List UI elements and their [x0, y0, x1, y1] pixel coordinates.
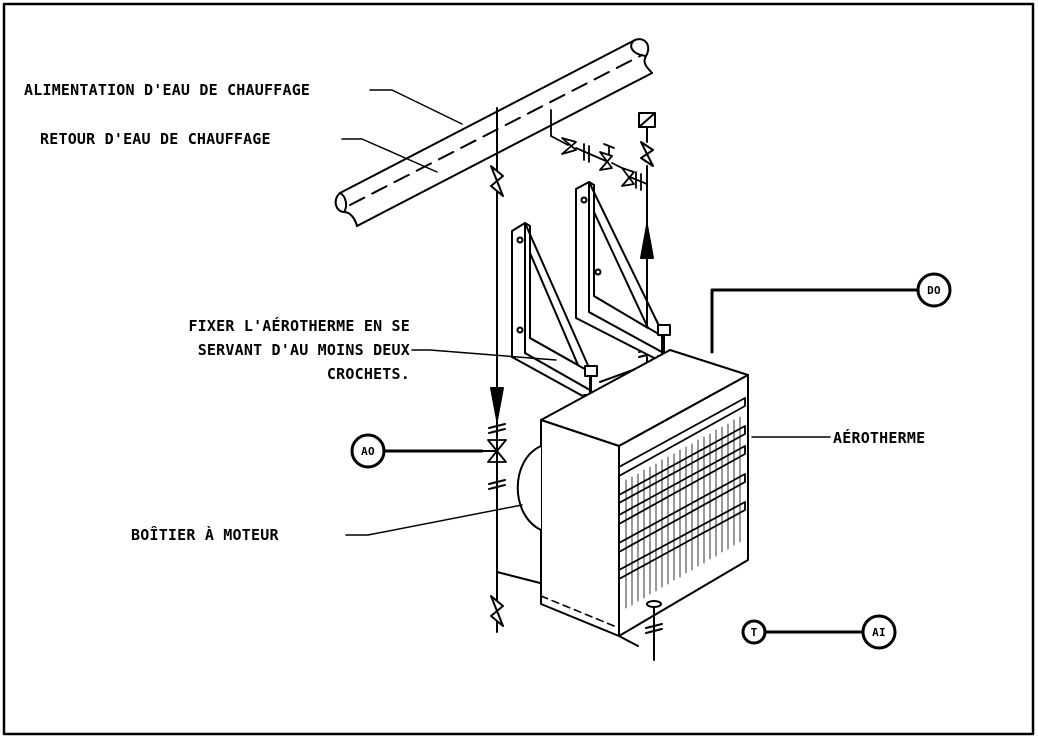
- leader-lines: [341, 89, 831, 536]
- bottom-return-pipe: [618, 600, 663, 661]
- ai-tag-label: AI: [872, 626, 886, 639]
- motor-label: BOÎTIER À MOTEUR: [131, 525, 279, 544]
- t-sensor: T: [741, 619, 864, 645]
- ai-tag: AI: [861, 614, 897, 650]
- fix-note-line2: SERVANT D'AU MOINS DEUX: [198, 341, 410, 359]
- ao-tag-label: AO: [361, 445, 375, 458]
- supply-label: ALIMENTATION D'EAU DE CHAUFFAGE: [24, 81, 310, 99]
- wall-bracket-right: [575, 181, 691, 377]
- bypass-branch: [550, 109, 648, 191]
- heater-label: AÉROTHERME: [833, 428, 925, 447]
- t-tag-label: T: [751, 626, 758, 639]
- do-tag-label: DO: [927, 284, 941, 297]
- wall-bracket-left: [511, 222, 615, 411]
- fix-note-line1: FIXER L'AÉROTHERME EN SE: [188, 316, 410, 335]
- fix-note-line3: CROCHETS.: [327, 365, 410, 383]
- ao-tag: AO: [350, 433, 386, 469]
- return-label: RETOUR D'EAU DE CHAUFFAGE: [40, 130, 271, 148]
- louvers: [618, 397, 746, 580]
- left-riser: [481, 107, 545, 633]
- do-wire: [710, 288, 919, 354]
- coil-hatching: [625, 416, 741, 609]
- main-pipes: [334, 38, 653, 227]
- do-tag: DO: [916, 272, 952, 308]
- unit-heater: [516, 349, 749, 637]
